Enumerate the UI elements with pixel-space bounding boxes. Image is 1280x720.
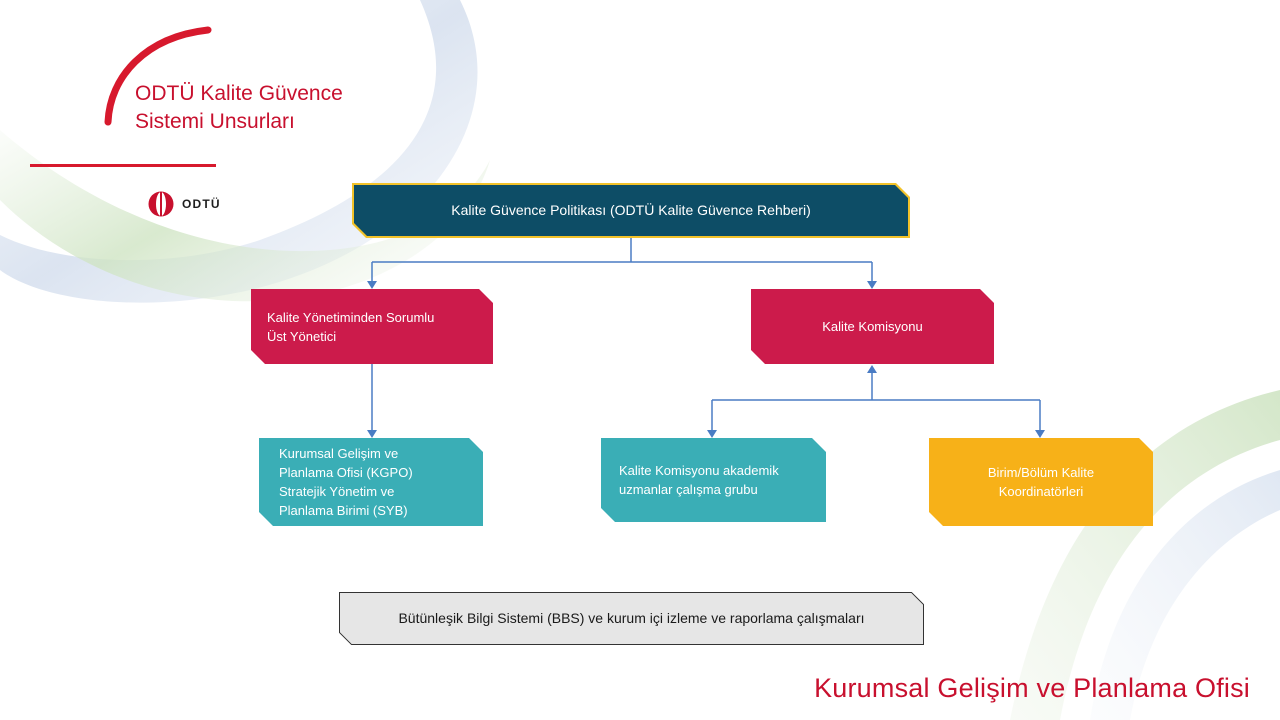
page-title: ODTÜ Kalite Güvence Sistemi Unsurları	[135, 80, 343, 136]
title-arc-decoration	[104, 26, 212, 126]
odtu-logo-icon	[148, 191, 174, 217]
arrowhead-management	[367, 281, 377, 289]
footer-office-name: Kurumsal Gelişim ve Planlama Ofisi	[814, 673, 1250, 703]
page-title-line1: ODTÜ Kalite Güvence	[135, 82, 343, 105]
commission-box-label: Kalite Komisyonu	[822, 319, 923, 334]
odtu-logo-text: ODTÜ	[182, 197, 221, 211]
bbs-box-border	[339, 592, 924, 645]
policy-box-fill: Kalite Güvence Politikası (ODTÜ Kalite G…	[354, 185, 908, 236]
kgpo-box-label: Kurumsal Gelişim ve Planlama Ofisi (KGPO…	[279, 446, 413, 518]
bbs-box: Bütünleşik Bilgi Sistemi (BBS) ve kurum …	[340, 593, 923, 644]
coordinators-box-label: Birim/Bölüm Kalite Koordinatörleri	[987, 465, 1095, 499]
policy-box: Kalite Güvence Politikası (ODTÜ Kalite G…	[352, 183, 910, 238]
page-title-line2: Sistemi Unsurları	[135, 110, 295, 133]
title-divider	[30, 164, 216, 167]
arrowhead-academic	[707, 430, 717, 438]
commission-box: Kalite Komisyonu	[751, 289, 994, 364]
coordinators-box: Birim/Bölüm Kalite Koordinatörleri	[929, 438, 1153, 526]
kgpo-box: Kurumsal Gelişim ve Planlama Ofisi (KGPO…	[259, 438, 483, 526]
arrowhead-commission	[867, 281, 877, 289]
academic-group-box: Kalite Komisyonu akademik uzmanlar çalış…	[601, 438, 826, 522]
bbs-box-label: Bütünleşik Bilgi Sistemi (BBS) ve kurum …	[398, 610, 865, 626]
management-box-label: Kalite Yönetiminden Sorumlu Üst Yönetici	[267, 309, 435, 344]
academic-group-box-label: Kalite Komisyonu akademik uzmanlar çalış…	[619, 463, 779, 497]
arrowhead-kgpo	[367, 430, 377, 438]
arrowhead-coordinators	[1035, 430, 1045, 438]
policy-box-label: Kalite Güvence Politikası (ODTÜ Kalite G…	[451, 202, 811, 218]
odtu-logo: ODTÜ	[147, 190, 221, 218]
management-box: Kalite Yönetiminden Sorumlu Üst Yönetici	[251, 289, 493, 364]
arrowhead-commission-up	[867, 365, 877, 373]
